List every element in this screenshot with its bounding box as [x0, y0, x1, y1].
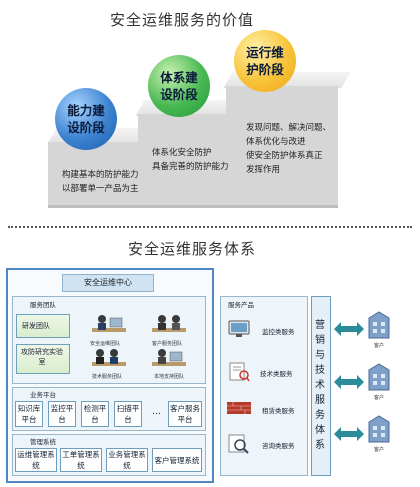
service-team-header: 服务团队	[30, 301, 56, 309]
ops-center-title: 安全运维中心	[62, 274, 154, 292]
tech-team-people-icon	[92, 348, 126, 374]
stage-ball-system: 体系建设阶段	[148, 55, 210, 117]
stage-ball-operations: 运行维护阶段	[234, 30, 296, 92]
mgmt-ticket: 工单管理系统	[60, 448, 102, 472]
value-title: 安全运维服务的价值	[110, 11, 255, 29]
stage-desc-operations: 发现问题、解决问题、 体系优化与改进 使安全防护体系真正 发挥作用	[246, 123, 332, 175]
monitor-service-label: 监控类服务	[262, 328, 295, 336]
platform-scan: 扫描平台	[114, 401, 142, 427]
mgmt-ops: 运维管理系统	[15, 448, 57, 472]
platform-monitor: 监控平台	[48, 401, 76, 427]
monitor-service-icon	[228, 320, 250, 342]
platform-ellipsis: …	[152, 407, 161, 417]
lease-service-label: 租赁类服务	[262, 407, 295, 415]
rd-team-label: 研发团队	[22, 322, 50, 330]
customer-team-label: 客户服务团队	[152, 341, 183, 347]
lease-service-icon	[226, 400, 252, 420]
ops-team-people-icon	[92, 314, 126, 342]
marketing-tech-channel	[311, 296, 331, 476]
platform-detect: 检测平台	[81, 401, 109, 427]
system-title: 安全运维服务体系	[128, 240, 257, 258]
client-label-2: 客户	[374, 395, 385, 401]
stage-desc-system: 体系化安全防护 具备完善的防护能力	[152, 148, 229, 172]
tech-service-icon	[228, 362, 250, 386]
service-products-header: 服务产品	[228, 301, 254, 309]
management-system-header: 管理系统	[30, 438, 56, 446]
attack-lab-box	[16, 344, 70, 374]
section-divider	[8, 226, 412, 228]
attack-lab-label: 攻防研究实验室	[21, 348, 63, 366]
ops-team-label: 安全运维团队	[90, 341, 121, 347]
client-building-icon-2	[368, 363, 390, 391]
platform-customer: 客户服务平台	[168, 401, 202, 427]
client-arrow-3	[334, 427, 364, 441]
local-team-label: 本地支持团队	[154, 374, 185, 380]
rd-team-box	[16, 314, 70, 338]
client-label-3: 客户	[374, 447, 385, 453]
tech-team-label: 技术服务团队	[92, 374, 123, 380]
mgmt-customer: 客户管理系统	[152, 448, 202, 472]
stage-desc-capability: 构建基本的防护能力 以部署单一产品为主	[62, 170, 139, 194]
client-label-1: 客户	[374, 343, 385, 349]
mgmt-business: 业务管理系统	[106, 448, 148, 472]
client-building-icon-1	[368, 311, 390, 339]
consult-service-icon	[228, 434, 250, 458]
business-platform-header: 业务平台	[30, 391, 56, 399]
client-building-icon-3	[368, 415, 390, 443]
local-team-people-icon	[152, 348, 186, 374]
platform-knowledge: 知识库平台	[15, 401, 43, 427]
consult-service-label: 咨询类服务	[262, 442, 295, 450]
client-arrow-2	[334, 375, 364, 389]
tech-service-label: 技术类服务	[260, 370, 293, 378]
client-arrow-1	[334, 322, 364, 336]
stage-ball-capability: 能力建设阶段	[55, 88, 117, 150]
marketing-tech-channel-label: 营销与技术服务体系	[315, 320, 325, 451]
customer-team-people-icon	[152, 314, 186, 342]
service-team-box	[12, 296, 206, 384]
